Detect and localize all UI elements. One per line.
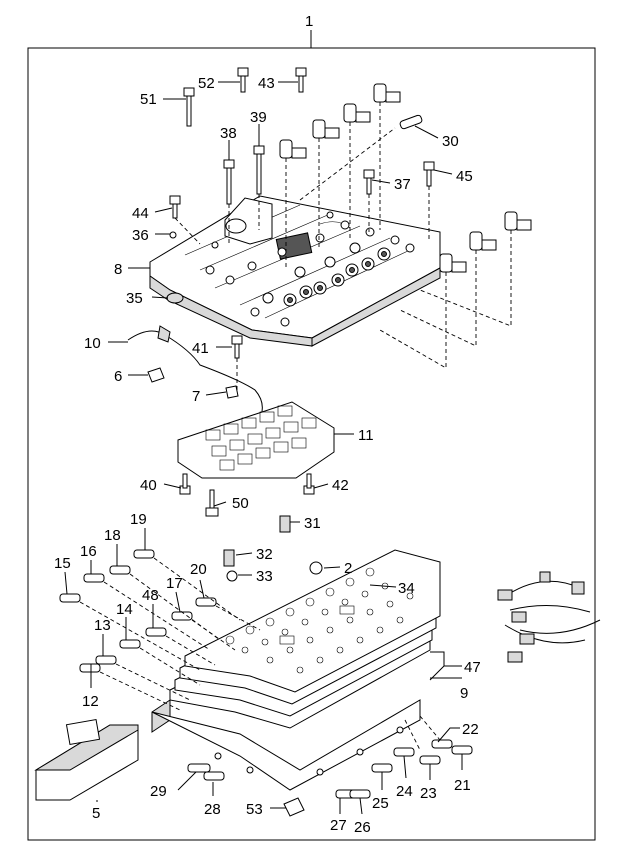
callout-32: 32 — [256, 546, 273, 563]
callout-9: 9 — [460, 685, 468, 702]
callout-36: 36 — [132, 227, 149, 244]
callout-52: 52 — [198, 75, 215, 92]
solenoid-harness-connector — [497, 571, 601, 663]
callout-8: 8 — [114, 261, 122, 278]
callout-21: 21 — [454, 777, 471, 794]
callout-24: 24 — [396, 783, 413, 800]
callout-22: 22 — [462, 721, 479, 738]
callout-15: 15 — [54, 555, 71, 572]
callout-20: 20 — [190, 561, 207, 578]
callout-37: 37 — [394, 176, 411, 193]
callout-26: 26 — [354, 819, 371, 836]
callout-34: 34 — [398, 580, 415, 597]
solenoid-valve-set-upper — [279, 83, 532, 369]
callout-44: 44 — [132, 205, 149, 222]
callout-30: 30 — [442, 133, 459, 150]
callout-51: 51 — [140, 91, 157, 108]
callout-14: 14 — [116, 601, 133, 618]
callout-48: 48 — [142, 587, 159, 604]
upper-valve-body — [149, 195, 441, 347]
callout-5: 5 — [92, 805, 100, 822]
callout-23: 23 — [420, 785, 437, 802]
callout-35: 35 — [126, 290, 143, 307]
callout-39: 39 — [250, 109, 267, 126]
callout-11: 11 — [358, 427, 374, 444]
callout-19: 19 — [130, 511, 147, 528]
spool-valve-set — [59, 549, 473, 799]
callout-43: 43 — [258, 75, 275, 92]
callout-29: 29 — [150, 783, 167, 800]
callout-45: 45 — [456, 168, 473, 185]
callout-53: 53 — [246, 801, 263, 818]
lower-valve-body — [151, 549, 441, 791]
callout-42: 42 — [332, 477, 349, 494]
callout-18: 18 — [104, 527, 121, 544]
callout-7: 7 — [192, 388, 200, 405]
callout-38: 38 — [220, 125, 237, 142]
callout-1: 1 — [305, 13, 313, 30]
callout-40: 40 — [140, 477, 157, 494]
callout-6: 6 — [114, 368, 122, 385]
callout-33: 33 — [256, 568, 273, 585]
callout-28: 28 — [204, 801, 221, 818]
callout-41: 41 — [192, 340, 209, 357]
callout-2: 2 — [344, 560, 352, 577]
callout-31: 31 — [304, 515, 321, 532]
callout-leaders — [64, 81, 463, 815]
callout-13: 13 — [94, 617, 111, 634]
callout-50: 50 — [232, 495, 249, 512]
upper-bolts — [166, 67, 435, 392]
callout-10: 10 — [84, 335, 101, 352]
wiring-harness-and-gasket — [127, 325, 335, 479]
callout-16: 16 — [80, 543, 97, 560]
callout-labels: 1 51 52 43 38 39 30 37 45 44 36 8 35 10 … — [54, 13, 481, 836]
callout-47: 47 — [464, 659, 481, 676]
callout-17: 17 — [166, 575, 183, 592]
callout-25: 25 — [372, 795, 389, 812]
bracket-and-clip — [34, 718, 305, 817]
callout-12: 12 — [82, 693, 99, 710]
callout-27: 27 — [330, 817, 347, 834]
